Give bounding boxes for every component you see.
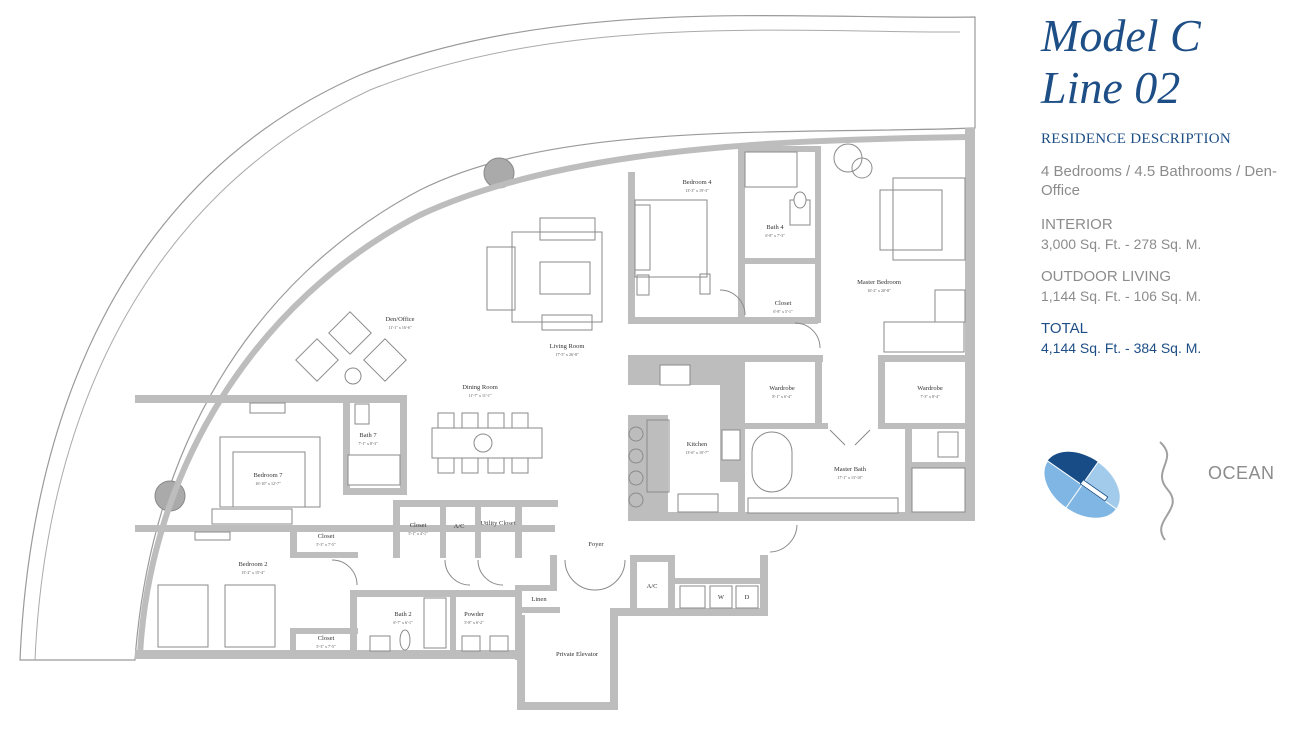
- room-dim-bath-7: 7'-1" x 8'-3": [358, 441, 378, 446]
- exterior-walls: [135, 128, 975, 710]
- room-dim-bedroom-2: 15'-2" x 15'-4": [241, 570, 265, 575]
- room-label-utility-closet: Utility Closet: [480, 520, 515, 527]
- room-dim-bedroom-7: 16'-10" x 12'-7": [255, 481, 281, 486]
- room-label-bath-7: Bath 7: [359, 432, 377, 439]
- room-label-foyer: Foyer: [588, 541, 604, 548]
- room-dim-living-room: 17'-5" x 26'-8": [555, 352, 579, 357]
- outdoor-label: OUTDOOR LIVING: [1041, 268, 1172, 285]
- room-label-ac-2: A/C: [647, 583, 658, 590]
- room-label-master-bedroom: Master Bedroom: [857, 279, 901, 286]
- room-dim-closet-b4: 6'-8" x 5'-1": [773, 309, 793, 314]
- room-label-closet-b4: Closet: [775, 300, 792, 307]
- room-label-wardrobe-2: Wardrobe: [917, 385, 943, 392]
- room-dim-closet-b7: 5'-3" x 7'-5": [316, 542, 336, 547]
- interior-label: INTERIOR: [1041, 216, 1113, 233]
- residence-description: 4 Bedrooms / 4.5 Bathrooms / Den-Office: [1041, 163, 1277, 199]
- appliance-washer: W: [718, 594, 725, 601]
- room-label-bedroom-4: Bedroom 4: [682, 179, 712, 186]
- room-dim-powder: 5'-8" x 6'-2": [464, 620, 484, 625]
- room-dim-closet-b2: 5'-3" x 7'-5": [316, 644, 336, 649]
- room-dim-bath-4: 6'-8" x 7'-3": [765, 233, 785, 238]
- interior-value: 3,000 Sq. Ft. - 278 Sq. M.: [1041, 236, 1202, 252]
- room-label-closet-b2: Closet: [318, 635, 335, 642]
- room-label-bath-2: Bath 2: [394, 611, 411, 618]
- room-label-linen: Linen: [531, 596, 547, 603]
- room-dim-closet-mid: 5'-1" x 4'-1": [408, 531, 428, 536]
- terrace: [19, 14, 976, 661]
- residence-description-heading: RESIDENCE DESCRIPTION: [1041, 131, 1232, 147]
- room-label-ac-1: A/C: [454, 523, 465, 530]
- line-title: Line 02: [1041, 62, 1181, 113]
- model-title: Model C: [1041, 10, 1201, 61]
- appliance-dryer: D: [745, 594, 750, 601]
- total-value: 4,144 Sq. Ft. - 384 Sq. M.: [1041, 340, 1202, 356]
- room-dim-master-bath: 17'-1" x 13'-10": [837, 475, 863, 480]
- room-label-wardrobe-1: Wardrobe: [769, 385, 795, 392]
- room-label-dining-room: Dining Room: [462, 384, 498, 391]
- furniture: [157, 143, 966, 652]
- room-label-closet-mid: Closet: [410, 522, 427, 529]
- room-label-bedroom-2: Bedroom 2: [238, 561, 267, 568]
- interior-walls: [135, 146, 968, 660]
- room-label-master-bath: Master Bath: [834, 466, 867, 473]
- room-dim-kitchen: 13'-6" x 10'-7": [685, 450, 709, 455]
- outdoor-value: 1,144 Sq. Ft. - 106 Sq. M.: [1041, 288, 1202, 304]
- room-dim-dining-room: 11'-7" x 11'-1": [468, 393, 491, 398]
- room-dim-wardrobe-1: 8'-1" x 6'-4": [772, 394, 792, 399]
- room-dim-bedroom-4: 13'-3" x 19'-3": [685, 188, 709, 193]
- room-labels: Bedroom 4 13'-3" x 19'-3" Bath 4 6'-8" x…: [238, 179, 942, 658]
- room-label-private-elevator: Private Elevator: [556, 651, 599, 658]
- room-label-bath-4: Bath 4: [766, 224, 784, 231]
- room-label-living-room: Living Room: [550, 343, 585, 350]
- room-label-closet-b7: Closet: [318, 533, 335, 540]
- orientation-compass-icon: [1043, 441, 1174, 541]
- room-label-den-office: Den/Office: [385, 316, 414, 323]
- room-dim-den-office: 11'-1" x 16'-6": [388, 325, 412, 330]
- room-dim-wardrobe-2: 7'-3" x 8'-4": [920, 394, 940, 399]
- ocean-label: OCEAN: [1208, 463, 1275, 483]
- residence-info-panel: Model C Line 02 RESIDENCE DESCRIPTION 4 …: [1041, 10, 1291, 356]
- total-label: TOTAL: [1041, 320, 1088, 337]
- room-dim-bath-2: 6'-7" x 6'-1": [393, 620, 413, 625]
- room-label-bedroom-7: Bedroom 7: [253, 472, 283, 479]
- room-label-kitchen: Kitchen: [687, 441, 708, 448]
- room-dim-master-bedroom: 16'-2" x 20'-8": [867, 288, 891, 293]
- room-label-powder: Powder: [464, 611, 485, 618]
